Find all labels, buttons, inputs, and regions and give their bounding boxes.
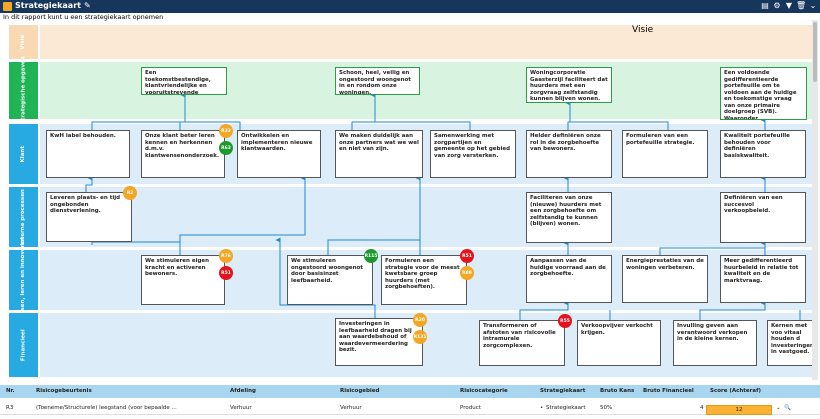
financieel-box[interactable]: Investeringen in leefbaarheid dragen bij…: [335, 318, 423, 366]
scrollbar-thumb[interactable]: [813, 22, 817, 82]
financieel-box[interactable]: Kernen met voo vitaal houden d investeri…: [767, 320, 818, 366]
chevron-down-icon[interactable]: ⌄: [776, 405, 781, 411]
mensen-box[interactable]: Aanpassen van de huidige voorraad aan de…: [526, 255, 612, 303]
mensen-box[interactable]: Meer gedifferentieerd huurbeleid in rela…: [720, 255, 806, 303]
cell-strategiekaart: Strategiekaart: [546, 405, 586, 411]
klant-box[interactable]: Kwaliteit portefeuille behouden voor def…: [720, 130, 806, 178]
gear-icon[interactable]: ⚙: [773, 1, 781, 10]
vertical-scrollbar[interactable]: [812, 20, 818, 380]
search-icon[interactable]: 🔍: [784, 405, 791, 411]
risk-badge[interactable]: R20: [413, 313, 427, 327]
intern-box[interactable]: Definiëren van een succesvol verkoopbele…: [720, 192, 806, 243]
lane-visie: [40, 25, 818, 59]
cell-event: (Toeneme/Structurele) leegstand (voor be…: [36, 405, 177, 411]
intern-box[interactable]: Leveren plaats- en tijd ongebonden diens…: [46, 192, 132, 242]
window-title: Strategiekaart: [15, 1, 81, 10]
mensen-box[interactable]: Energieprestaties van de woningen verbet…: [622, 255, 708, 303]
strategic-box[interactable]: Een voldoende gedifferentieerde portefeu…: [720, 67, 807, 120]
risk-badge[interactable]: R76: [219, 249, 233, 263]
risk-grid-header: Nr. Risicogebeurtenis Afdeling Risicogeb…: [0, 385, 820, 398]
klant-box[interactable]: We maken duidelijk aan onze partners wat…: [335, 130, 423, 178]
lane-interne-processen: [40, 187, 818, 247]
risk-badge[interactable]: R51: [219, 266, 233, 280]
col-bruto-kans[interactable]: Bruto Kans: [600, 388, 635, 394]
score-select[interactable]: 12: [706, 405, 772, 415]
risk-badge[interactable]: R2: [123, 186, 137, 200]
col-score[interactable]: Score (Achteraf): [710, 388, 761, 394]
klant-box[interactable]: KwH label behouden.: [46, 130, 130, 178]
risk-badge[interactable]: R115: [364, 249, 378, 263]
col-risicogebied[interactable]: Risicogebied: [340, 388, 380, 394]
intern-box[interactable]: Faciliteren van onze (nieuwe) huurders m…: [526, 192, 612, 243]
report-subtitle: In dit rapport kunt u een strategiekaart…: [3, 13, 164, 21]
klant-box[interactable]: Onze klant beter leren kennen en herkenn…: [141, 130, 225, 178]
klant-box[interactable]: Helder definiëren onze rol in de zorgbeh…: [526, 130, 612, 178]
mensen-box[interactable]: We stimuleren ongestoord woongenot door …: [287, 255, 373, 305]
col-nr[interactable]: Nr.: [6, 388, 15, 394]
risk-badge[interactable]: R55: [558, 314, 572, 328]
risk-badge[interactable]: R51: [460, 249, 474, 263]
trash-icon[interactable]: 🗑: [796, 1, 807, 10]
app-logo-icon: [3, 2, 12, 11]
strategic-box[interactable]: Schoon, heel, veilig en ongestoord woong…: [335, 67, 420, 95]
financieel-box[interactable]: Transformeren of afstoten van risicovoll…: [479, 320, 565, 366]
document-icon[interactable]: ▤: [761, 1, 769, 10]
financieel-box[interactable]: Invulling geven aan verantwoord verkopen…: [673, 320, 757, 366]
table-row[interactable]: R3 (Toeneme/Structurele) leegstand (voor…: [0, 402, 820, 415]
risk-badge[interactable]: R33: [219, 124, 233, 138]
col-risicocategorie[interactable]: Risicocategorie: [460, 388, 508, 394]
col-strategiekaart[interactable]: Strategiekaart: [540, 388, 586, 394]
chevron-down-icon[interactable]: ⌄: [809, 1, 817, 10]
filter-icon[interactable]: ▼: [785, 1, 793, 10]
cell-categorie: Product: [460, 405, 481, 411]
lane-label-financieel: Financieel: [9, 313, 38, 377]
cell-kans: 50%: [600, 405, 613, 411]
visie-text: Visie: [632, 25, 654, 35]
cell-financieel: 4: [700, 405, 704, 411]
klant-box[interactable]: Samenwerking met zorgpartijen en gemeent…: [430, 130, 516, 178]
risk-badge[interactable]: R63: [219, 141, 233, 155]
col-risicogebeurtenis[interactable]: Risicogebeurtenis: [36, 388, 92, 394]
strategic-box[interactable]: Een toekomstbestendige, klantvriendelijk…: [141, 67, 227, 95]
cell-gebied: Verhuur: [340, 405, 362, 411]
col-bruto-financieel[interactable]: Bruto Financieel: [643, 388, 694, 394]
risk-badge[interactable]: R89: [460, 266, 474, 280]
lane-label-mensen: Mensen, leren en innoveren: [9, 237, 38, 323]
financieel-box[interactable]: Verkoopvijver verkocht krijgen.: [577, 320, 661, 366]
lane-label-interne-processen: Interne processen: [9, 187, 38, 247]
title-bar: Strategiekaart ✎ ▤ ⚙ ▼ 🗑 ⌄: [0, 0, 820, 13]
bullet-icon: •: [540, 405, 544, 411]
mensen-box[interactable]: Formuleren een strategie voor de meest k…: [381, 255, 467, 305]
lane-label-visie: Visie: [9, 25, 38, 59]
col-afdeling[interactable]: Afdeling: [230, 388, 256, 394]
mensen-box[interactable]: We stimuleren eigen kracht en activeren …: [141, 255, 225, 305]
cell-nr: R3: [6, 405, 14, 411]
klant-box[interactable]: Ontwikkelen en implementeren nieuwe klan…: [237, 130, 321, 178]
lane-label-strategische-opgaven: Strategische opgaven: [9, 57, 38, 124]
pencil-icon[interactable]: ✎: [84, 1, 91, 10]
klant-box[interactable]: Formuleren van een portefeuille strategi…: [622, 130, 708, 178]
lane-label-klant: Klant: [9, 124, 38, 184]
risk-badge[interactable]: R131: [413, 330, 427, 344]
strategic-box[interactable]: Woningcorporatie Gaasterzijl faciliteert…: [526, 67, 612, 103]
cell-afdeling: Verhuur: [230, 405, 252, 411]
